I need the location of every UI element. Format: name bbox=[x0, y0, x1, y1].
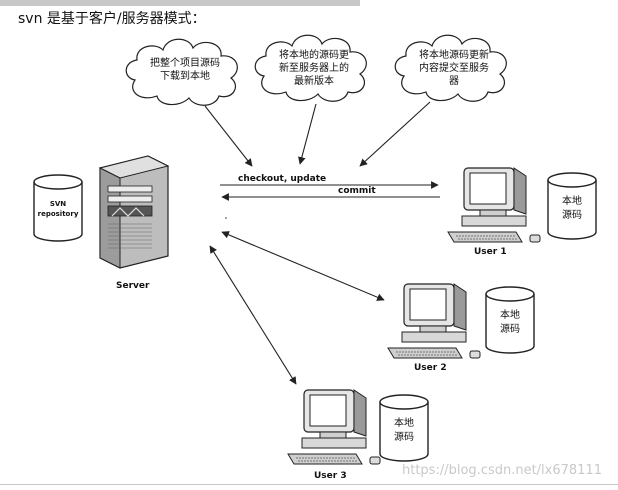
cloud-text-line: 将本地源码更新 bbox=[419, 48, 489, 61]
user2-arrow bbox=[221, 231, 385, 301]
repo-text-line: 本地 bbox=[394, 416, 414, 429]
repo-text-line: 源码 bbox=[562, 208, 582, 221]
user1-workstation bbox=[447, 167, 541, 243]
cloud-text-line: 最新版本 bbox=[294, 74, 334, 87]
cloud-text-line: 新至服务器上的 bbox=[279, 61, 349, 74]
cloud-text-line: 内容提交至服务 bbox=[419, 61, 489, 74]
user3-workstation bbox=[287, 389, 381, 465]
user3-label: User 3 bbox=[314, 471, 347, 481]
server-tower bbox=[98, 155, 170, 269]
cloud-text-line: 将本地的源码更 bbox=[279, 48, 349, 61]
dot-mark bbox=[225, 217, 227, 219]
svn-repository-cylinder: SVN repository bbox=[33, 174, 83, 242]
server-label: Server bbox=[116, 281, 150, 291]
cloud-text-line: 把整个项目源码 bbox=[150, 56, 220, 69]
cloud-checkout: 把整个项目源码 下载到本地 bbox=[125, 38, 238, 106]
page-heading: svn 是基于客户/服务器模式： bbox=[18, 11, 206, 27]
user2-workstation bbox=[387, 283, 481, 359]
user3-local-repo-cylinder: 本地 源码 bbox=[379, 394, 429, 462]
top-scroll-bar bbox=[0, 0, 360, 6]
repo-text-line: 源码 bbox=[394, 430, 414, 443]
checkout-label: checkout, update bbox=[238, 174, 326, 184]
user2-local-repo-cylinder: 本地 源码 bbox=[485, 286, 535, 354]
watermark-text: https://blog.csdn.net/lx678111 bbox=[402, 463, 602, 478]
cloud-commit: 将本地源码更新 内容提交至服务 器 bbox=[394, 34, 507, 102]
repo-text-line: repository bbox=[38, 210, 79, 218]
cloud-pointer-arrow bbox=[359, 101, 431, 167]
user2-label: User 2 bbox=[414, 363, 447, 373]
cloud-pointer-arrow bbox=[298, 103, 317, 165]
repo-text-line: SVN bbox=[50, 200, 66, 208]
repo-text-line: 本地 bbox=[500, 308, 520, 321]
cloud-update: 将本地的源码更 新至服务器上的 最新版本 bbox=[254, 34, 367, 102]
bottom-divider bbox=[0, 484, 618, 485]
cloud-pointer-arrow bbox=[204, 105, 253, 167]
commit-label: commit bbox=[338, 186, 376, 196]
repo-text-line: 源码 bbox=[500, 322, 520, 335]
user1-label: User 1 bbox=[474, 247, 507, 257]
cloud-text-line: 器 bbox=[449, 75, 459, 87]
cloud-text-line: 下载到本地 bbox=[160, 69, 210, 82]
user1-local-repo-cylinder: 本地 源码 bbox=[547, 172, 597, 240]
user3-arrow bbox=[209, 245, 297, 385]
repo-text-line: 本地 bbox=[562, 194, 582, 207]
